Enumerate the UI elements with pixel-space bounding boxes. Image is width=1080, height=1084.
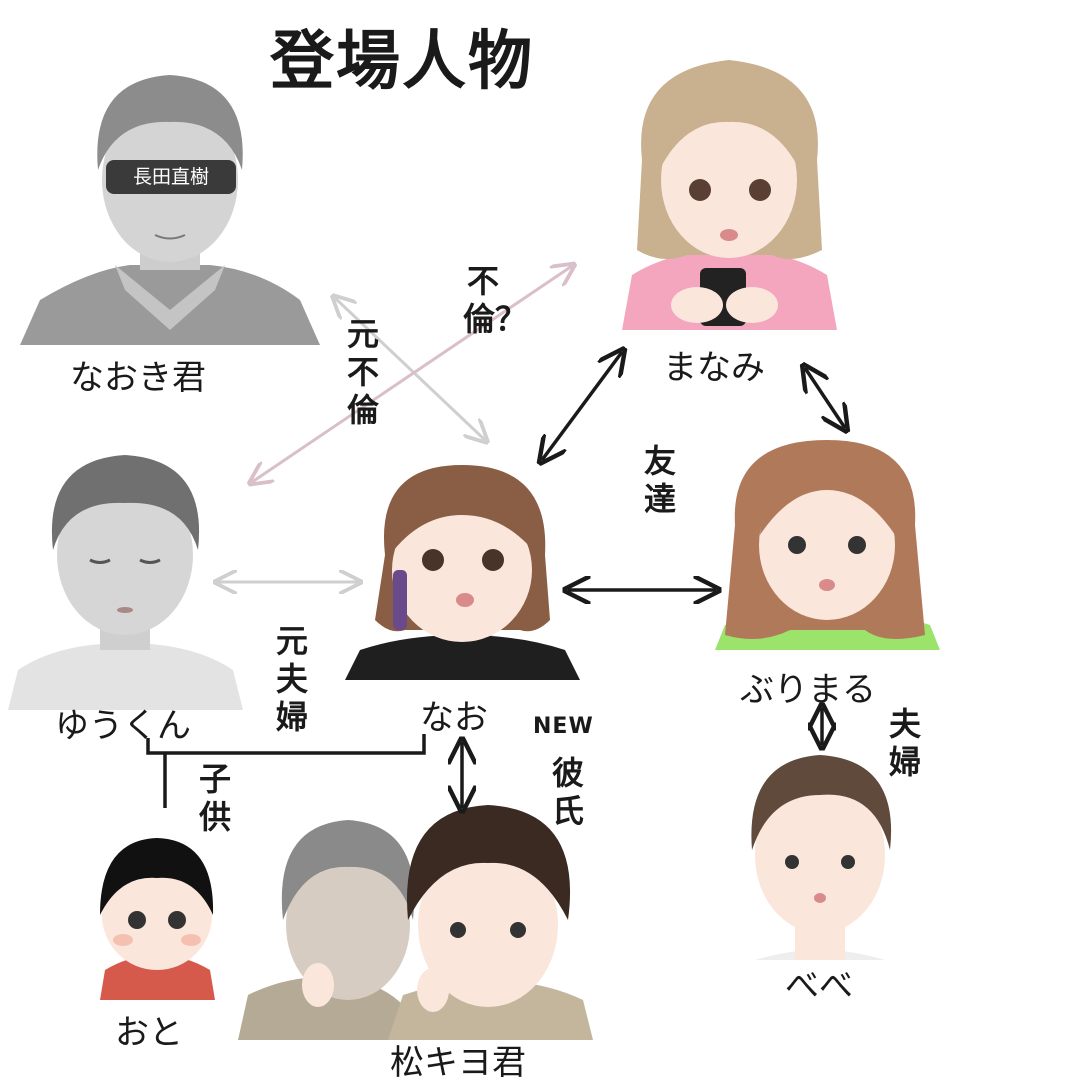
name-naoki: なおき君 xyxy=(70,358,206,398)
label-affair-question: 不倫？ xyxy=(463,262,528,338)
name-bebe: べべ xyxy=(785,966,853,1006)
name-oto: おと xyxy=(115,1013,183,1053)
name-burimaru: ぶりまる xyxy=(740,670,876,710)
name-nao: なお xyxy=(420,698,488,738)
arrow-manami-burimaru xyxy=(805,368,845,428)
name-yuukun: ゆうくん xyxy=(55,706,191,746)
label-ex-affair: 元不倫 xyxy=(346,315,379,429)
arrow-yuukun-manami xyxy=(252,266,572,482)
oto-portrait xyxy=(100,838,215,1000)
arrow-nao-manami xyxy=(542,352,622,460)
name-matsukiyo: 松キヨ君 xyxy=(390,1043,526,1083)
naoki-eye-bar-text: 長田直樹 xyxy=(133,166,209,188)
label-child: 子供 xyxy=(198,760,231,836)
yuukun-portrait xyxy=(8,455,243,710)
name-manami: まなみ xyxy=(663,348,765,388)
page-title: 登場人物 xyxy=(270,25,534,99)
label-ex-couple: 元夫婦 xyxy=(275,622,308,736)
label-friends: 友達 xyxy=(643,442,676,518)
matsukiyo-portrait xyxy=(238,805,593,1040)
nao-portrait xyxy=(345,465,580,680)
label-boyfriend: 彼氏 xyxy=(551,754,584,830)
label-married: 夫婦 xyxy=(888,705,921,781)
family-bracket xyxy=(146,734,426,755)
manami-portrait xyxy=(622,60,837,330)
burimaru-portrait xyxy=(715,440,940,650)
bebe-portrait xyxy=(751,755,892,960)
new-badge: NEW xyxy=(533,714,594,739)
